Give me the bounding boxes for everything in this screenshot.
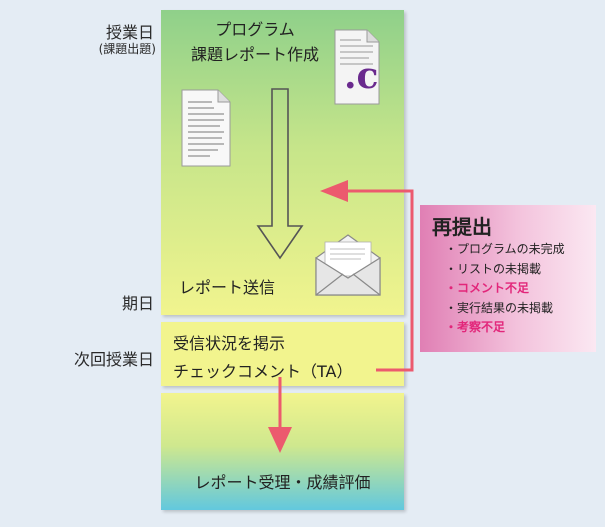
resubmit-reason: ・実行結果の未掲載 bbox=[445, 300, 554, 315]
resubmit-reason: ・プログラムの未完成 bbox=[445, 242, 565, 256]
resubmit-box bbox=[420, 205, 596, 352]
evaluation-panel bbox=[161, 393, 404, 510]
ta-check-comment-text: チェックコメント（TA） bbox=[173, 362, 353, 381]
c-file-label: .c bbox=[344, 55, 379, 97]
resubmit-title: 再提出 bbox=[432, 215, 492, 239]
resubmit-reason: ・リストの未掲載 bbox=[445, 261, 542, 276]
label-class-day-sub: (課題出題) bbox=[98, 42, 156, 56]
resubmit-reason-list: ・プログラムの未完成 ・リストの未掲載 ・コメント不足 ・実行結果の未掲載 ・考… bbox=[445, 240, 565, 338]
status-posting-text: 受信状況を掲示 bbox=[173, 334, 286, 353]
c-source-file-icon bbox=[334, 29, 380, 105]
resubmit-reason-highlight: ・コメント不足 bbox=[445, 281, 530, 295]
envelope-icon bbox=[315, 234, 381, 296]
label-next-class-day: 次回授業日 bbox=[73, 350, 154, 369]
label-deadline: 期日 bbox=[121, 294, 154, 313]
submit-report-text: レポート送信 bbox=[179, 278, 276, 297]
status-panel bbox=[161, 322, 404, 386]
accept-down-arrow bbox=[268, 377, 292, 453]
assignment-title-line1: プログラム bbox=[215, 20, 295, 39]
label-class-day: 授業日 bbox=[105, 23, 154, 42]
accept-evaluate-text: レポート受理・成績評価 bbox=[194, 473, 371, 492]
assignment-title-line2: 課題レポート作成 bbox=[190, 45, 319, 64]
report-document-icon bbox=[181, 89, 231, 167]
progress-down-arrow bbox=[256, 88, 304, 260]
resubmit-reason-highlight: ・考察不足 bbox=[445, 320, 506, 334]
